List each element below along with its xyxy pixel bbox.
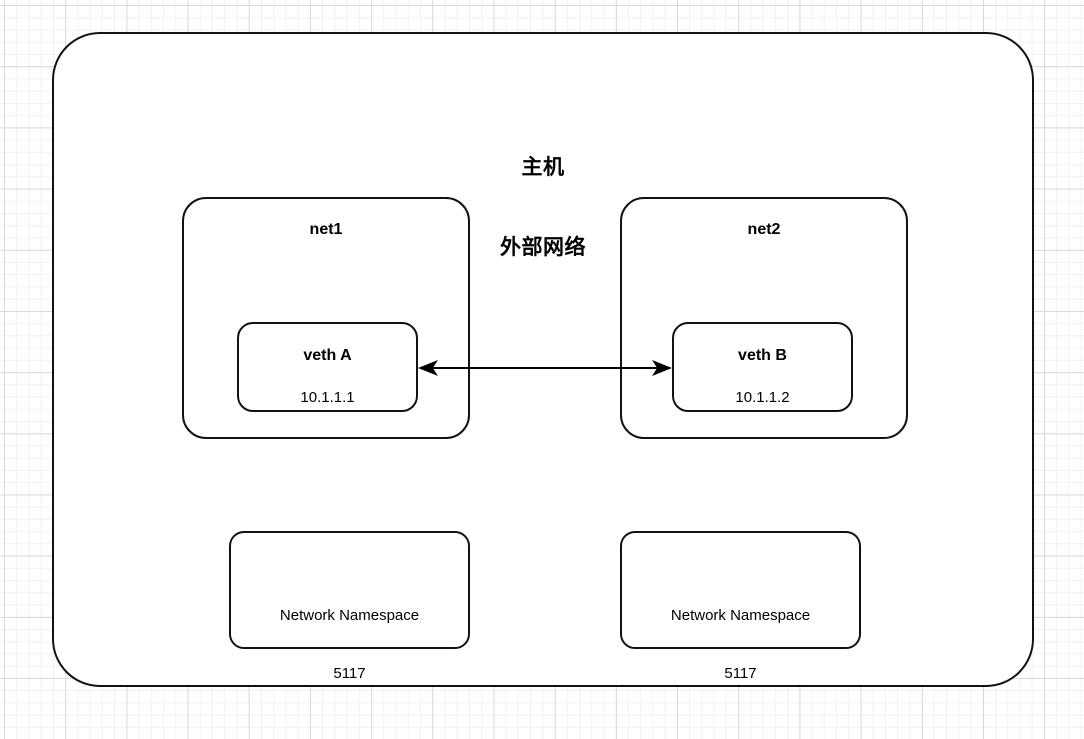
namespace-box-left — [229, 531, 470, 649]
veth-label-b: veth B — [738, 347, 787, 364]
host-title: 主机 外部网络 — [52, 101, 1034, 316]
veth-label-a: veth A — [303, 347, 352, 364]
veth-link-double-arrow-icon — [418, 360, 672, 376]
namespace-box-right — [620, 531, 861, 649]
namespace-text-left: Network Namespace 5117 — [229, 568, 470, 722]
veth-box-b — [672, 322, 853, 412]
namespace-id-right: 5117 — [724, 664, 757, 682]
namespace-label-right: Network Namespace — [670, 607, 811, 625]
network-label-net2: net2 — [747, 221, 781, 238]
host-title-line-1: 主机 — [521, 155, 565, 179]
namespace-label-left: Network Namespace — [279, 607, 420, 625]
namespace-text-right: Network Namespace 5117 — [620, 568, 861, 722]
veth-box-a — [237, 322, 418, 412]
veth-ip-b: 10.1.1.2 — [735, 389, 790, 406]
host-title-line-2: 外部网络 — [500, 236, 586, 260]
network-label-net1: net1 — [309, 221, 343, 238]
namespace-id-left: 5117 — [333, 664, 366, 682]
veth-ip-a: 10.1.1.1 — [300, 389, 355, 406]
